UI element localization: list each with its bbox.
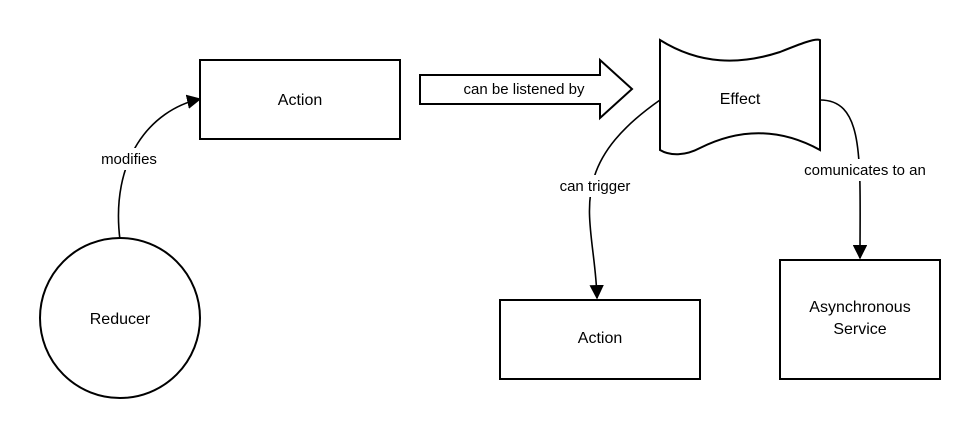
block-arrow-listened-by bbox=[419, 57, 634, 121]
node-action-top-label: Action bbox=[278, 92, 322, 109]
edge-modifies bbox=[117, 94, 202, 241]
edge-communicates-label-bg bbox=[789, 159, 941, 181]
edge-modifies-label: modifies bbox=[101, 151, 157, 168]
node-effect-label: Effect bbox=[720, 91, 761, 108]
node-action-top bbox=[199, 59, 401, 140]
node-reducer bbox=[39, 237, 201, 399]
edge-communicates bbox=[819, 99, 868, 260]
edge-listened-by-label: can be listened by bbox=[464, 81, 585, 98]
edge-can-trigger-label: can trigger bbox=[560, 178, 631, 195]
node-action-bottom-label: Action bbox=[578, 330, 622, 347]
edge-can-trigger bbox=[588, 99, 661, 300]
node-effect bbox=[659, 38, 821, 156]
edge-can-trigger-label-bg bbox=[548, 175, 642, 197]
edge-modifies-label-bg bbox=[93, 148, 165, 170]
node-async-service-label-line1: Asynchronous bbox=[809, 299, 910, 316]
edge-communicates-label: comunicates to an bbox=[804, 162, 926, 179]
node-async-service bbox=[779, 259, 941, 380]
node-action-bottom bbox=[499, 299, 701, 380]
node-async-service-label-line2: Service bbox=[833, 321, 886, 338]
node-reducer-label: Reducer bbox=[90, 311, 151, 328]
